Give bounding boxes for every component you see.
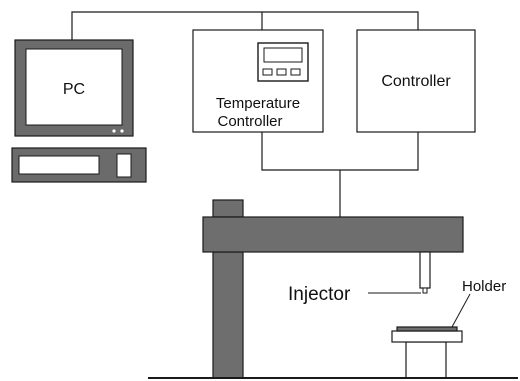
disk-drive-slot (18, 155, 100, 175)
holder-leader-line (451, 293, 471, 328)
controller-label: Controller (381, 73, 451, 90)
injector-tip (422, 287, 428, 294)
display-key-1 (262, 68, 273, 76)
controllers-to-gantry-wire (261, 132, 419, 171)
holder-sample-plate (396, 326, 458, 332)
controller-box: Controller (356, 29, 476, 133)
gantry-column (212, 251, 244, 379)
gantry-crossbeam (202, 216, 464, 253)
gantry-frame (202, 199, 464, 379)
holder-label: Holder (462, 278, 506, 295)
temperature-controller-label-line2: Controller (217, 113, 282, 130)
connection-wires (71, 11, 419, 217)
display-key-3 (290, 68, 301, 76)
monitor-screen (25, 48, 123, 126)
pc-monitor: PC (14, 39, 134, 137)
injector-assembly: Injector (288, 251, 431, 305)
injector-body (419, 251, 431, 289)
top-bus-wire (71, 11, 419, 40)
gantry-top-cap (212, 199, 244, 218)
controller-outline (356, 29, 476, 133)
injector-label: Injector (288, 284, 351, 305)
power-panel (116, 153, 132, 178)
temperature-controller-box: Temperature Controller (192, 29, 324, 133)
temperature-display-screen (263, 47, 303, 63)
pc-base-unit (11, 147, 147, 183)
pc-label: PC (63, 81, 85, 98)
monitor-button-2 (120, 129, 124, 133)
temperature-controller-label-line1: Temperature (216, 95, 300, 112)
holder-base (405, 341, 447, 379)
display-key-2 (276, 68, 287, 76)
monitor-button-1 (112, 129, 116, 133)
holder-platform (391, 330, 463, 343)
